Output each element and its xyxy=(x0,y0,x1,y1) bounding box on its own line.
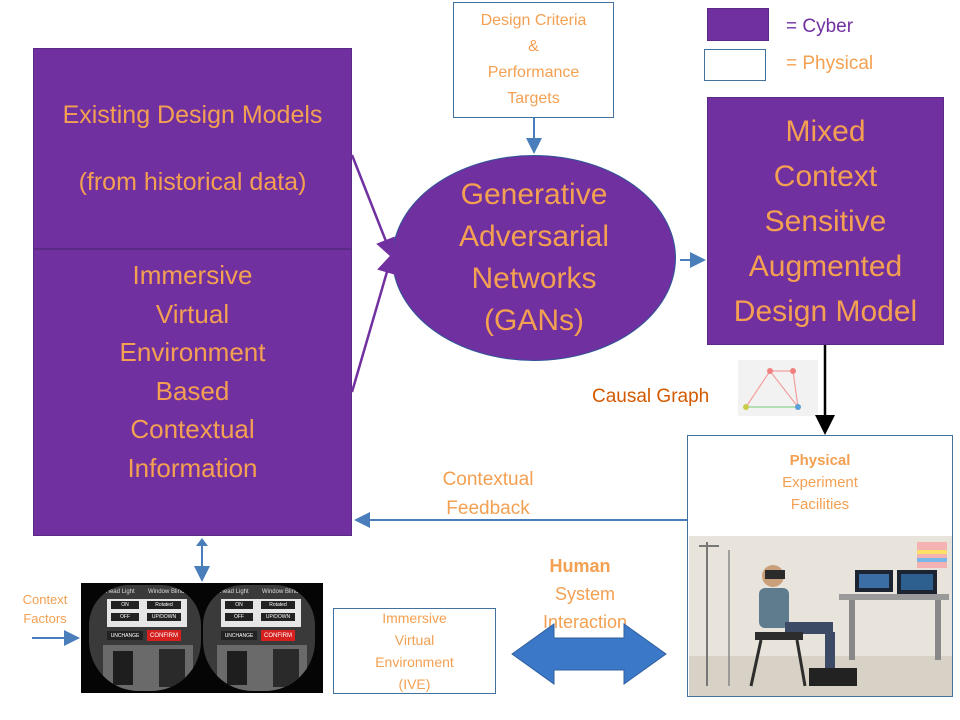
vr-left-lens: Head Light Window Blind ON Rotated OFF U… xyxy=(89,585,201,691)
ive-box: Immersive Virtual Environment (IVE) xyxy=(333,608,496,694)
vr-screenshot: Head Light Window Blind ON Rotated OFF U… xyxy=(81,583,323,693)
vr-left-rotated-button[interactable]: Rotated xyxy=(147,601,181,609)
vr-right-header-headlight: Head Light xyxy=(219,589,249,595)
physical-label: Physical xyxy=(789,452,851,469)
vr-left-unchange-button[interactable]: UNCHANGE xyxy=(107,631,143,640)
causal-graph-label: Causal Graph xyxy=(592,386,710,407)
legend-cyber-label: = Cyber xyxy=(786,16,854,37)
vr-left-header-headlight: Head Light xyxy=(105,589,135,595)
human-system-interaction-label: Human System Interaction xyxy=(520,552,650,636)
human-system-interaction-double-arrow xyxy=(511,623,667,685)
existing-models-title: Existing Design Models xyxy=(62,100,323,129)
ive-contextual-information-box: Immersive Virtual Environment Based Cont… xyxy=(33,249,352,536)
legend-cyber-swatch xyxy=(707,8,769,41)
context-factors-label: Context Factors xyxy=(22,592,68,626)
vr-right-confirm-button[interactable]: CONFIRM xyxy=(261,630,295,641)
existing-to-gan-arrow xyxy=(350,154,395,259)
physical-experiment-facilities-box: Physical Experiment Facilities xyxy=(687,435,953,697)
vr-left-off-button[interactable]: OFF xyxy=(111,613,139,621)
vr-right-on-button[interactable]: ON xyxy=(225,601,253,609)
vr-right-unchange-button[interactable]: UNCHANGE xyxy=(221,631,257,640)
causal-graph-icon xyxy=(743,368,801,410)
experiment-facilities-label: Experiment Facilities xyxy=(782,474,858,513)
vr-left-updown-button[interactable]: UP/DOWN xyxy=(147,613,181,621)
causal-graph-image xyxy=(738,360,818,416)
ive-context-to-gan-arrow xyxy=(350,253,397,393)
experiment-photo xyxy=(689,536,952,696)
hsi-human-label: Human xyxy=(549,556,611,576)
vr-left-on-button[interactable]: ON xyxy=(111,601,139,609)
augmented-design-model-box: Mixed Context Sensitive Augmented Design… xyxy=(707,97,944,345)
vr-left-confirm-button[interactable]: CONFIRM xyxy=(147,630,181,641)
vr-right-lens: Head Light Window Blind ON Rotated OFF U… xyxy=(203,585,315,691)
design-criteria-box: Design Criteria & Performance Targets xyxy=(453,2,614,118)
vr-right-rotated-button[interactable]: Rotated xyxy=(261,601,295,609)
existing-design-models-box: Existing Design Models (from historical … xyxy=(33,48,352,249)
existing-models-subtitle: (from historical data) xyxy=(78,167,307,196)
vr-right-header-blind: Window Blind xyxy=(261,589,299,595)
legend-physical-label: = Physical xyxy=(786,53,874,74)
contextual-feedback-label: Contextual Feedback xyxy=(442,469,534,519)
vr-right-updown-button[interactable]: UP/DOWN xyxy=(261,613,295,621)
legend-physical-swatch xyxy=(704,49,766,81)
vr-left-header-blind: Window Blind xyxy=(147,589,185,595)
experiment-photo-drawing xyxy=(689,536,952,696)
vr-right-off-button[interactable]: OFF xyxy=(225,613,253,621)
hsi-rest-label: System Interaction xyxy=(542,584,628,632)
